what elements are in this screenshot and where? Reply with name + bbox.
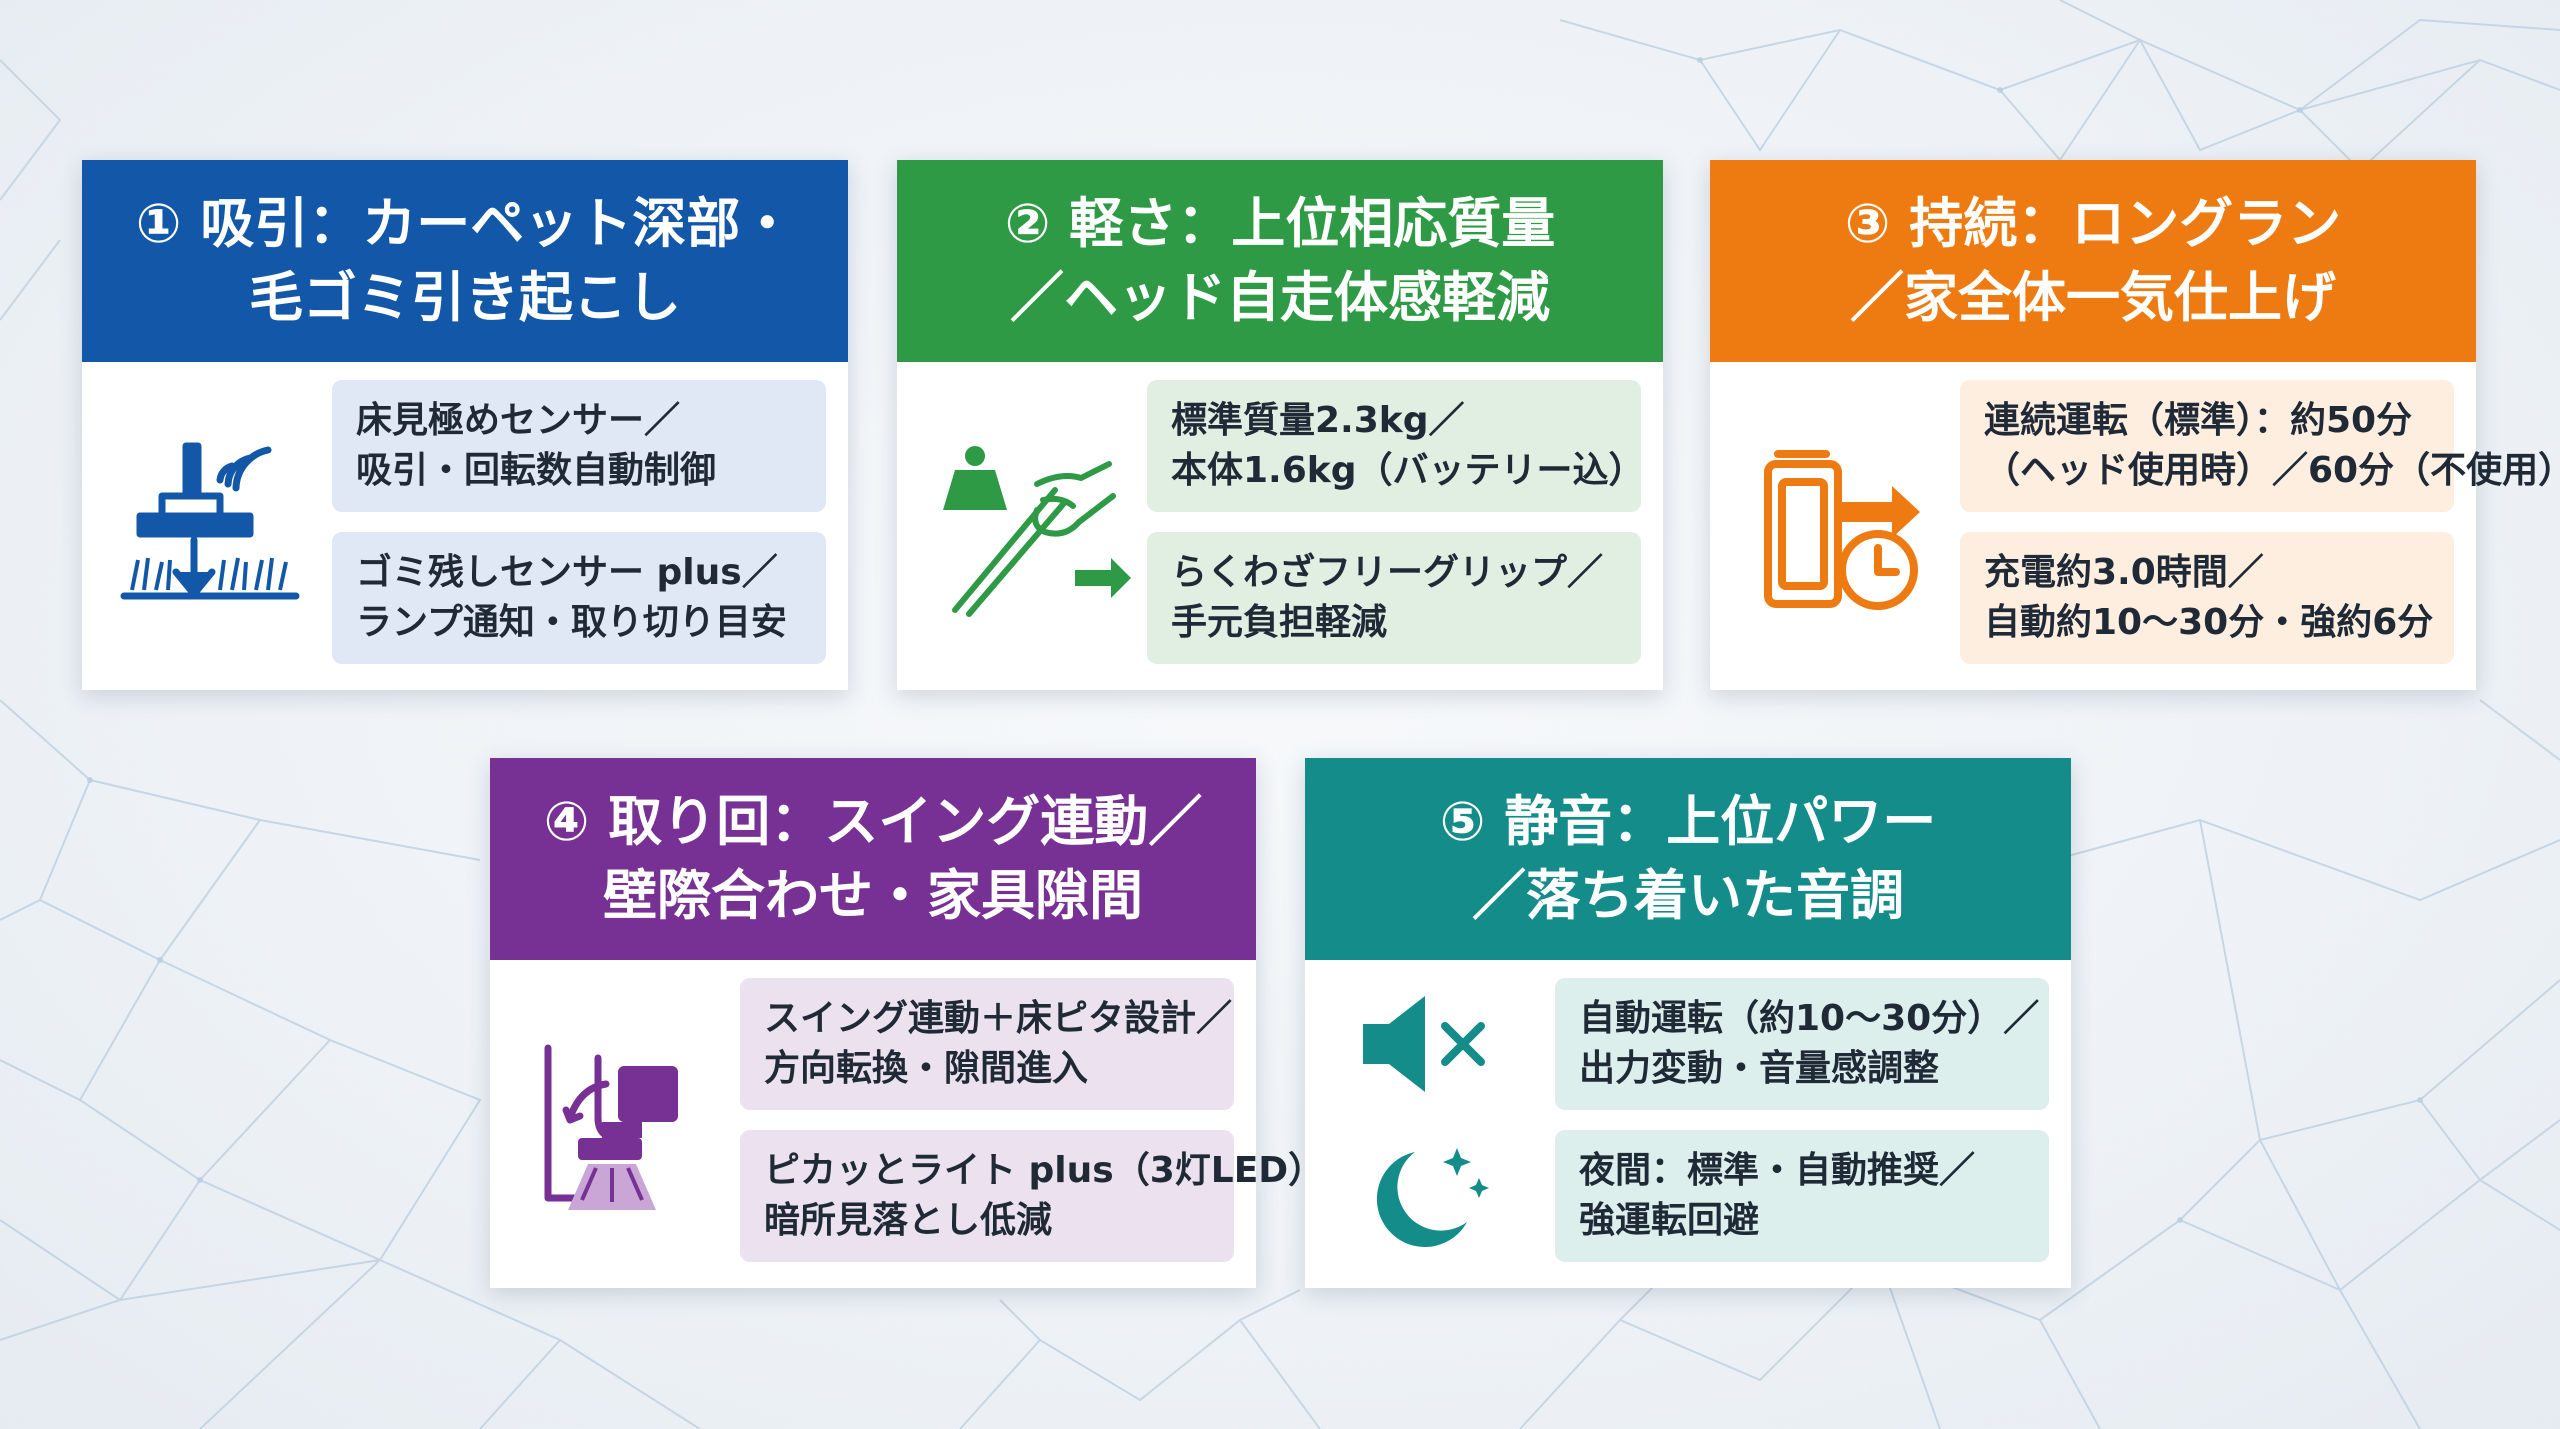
detail-line: 連続運転（標準）：約50分: [1984, 400, 2413, 441]
detail-line: 自動約10〜30分・強約6分: [1984, 602, 2434, 643]
feature-detail-box: 標準質量2.3kg／ 本体1.6kg（バッテリー込）: [1147, 380, 1645, 512]
feature-card-runtime: ③ 持続：ロングラン ／家全体一気仕上げ 連続運転（標準）：約50分 （ヘッド使…: [1710, 160, 2560, 690]
card-title-line-2: 壁際合わせ・家具隙間: [603, 864, 1143, 927]
battery-clock-icon: [1764, 450, 1920, 610]
feature-detail-box: ゴミ残しセンサー plus／ ランプ通知・取り切り目安: [332, 532, 826, 664]
detail-line: 暗所見落とし低減: [764, 1200, 1053, 1241]
card-title-line-1: ① 吸引：カーペット深部・: [135, 192, 795, 255]
detail-line: 本体1.6kg（バッテリー込）: [1171, 450, 1645, 491]
card-title-line-2: ／落ち着いた音調: [1472, 864, 1904, 927]
vacuum-sensor-icon: [120, 442, 300, 600]
detail-line: 手元負担軽減: [1171, 602, 1388, 643]
detail-line: 強運転回避: [1579, 1200, 1760, 1241]
detail-line: 吸引・回転数自動制御: [356, 450, 717, 491]
detail-line: スイング連動＋床ピタ設計／: [764, 998, 1233, 1039]
detail-line: 充電約3.0時間／: [1984, 552, 2264, 593]
feature-card-lightness: ② 軽さ：上位相応質量 ／ヘッド自走体感軽減 標準質量2.3kg／ 本体1.6k…: [897, 160, 1663, 690]
card-title-line-1: ④ 取り回：スイング連動／: [543, 790, 1203, 853]
detail-line: ランプ通知・取り切り目安: [356, 602, 787, 643]
card-header: ⑤ 静音：上位パワー ／落ち着いた音調: [1305, 758, 2071, 960]
detail-line: 床見極めセンサー／: [356, 400, 681, 441]
detail-line: 夜間：標準・自動推奨／: [1579, 1150, 1976, 1191]
feature-card-suction: ① 吸引：カーペット深部・ 毛ゴミ引き起こし 床見極めセンサー／ 吸引・: [82, 160, 848, 690]
card-title-line-2: 毛ゴミ引き起こし: [249, 266, 681, 329]
card-header: ③ 持続：ロングラン ／家全体一気仕上げ: [1710, 160, 2476, 362]
card-header: ④ 取り回：スイング連動／ 壁際合わせ・家具隙間: [490, 758, 1256, 960]
feature-detail-box: 充電約3.0時間／ 自動約10〜30分・強約6分: [1960, 532, 2454, 664]
feature-detail-box: 連続運転（標準）：約50分 （ヘッド使用時）／60分（不使用）: [1960, 380, 2560, 512]
card-title-line-1: ⑤ 静音：上位パワー: [1439, 790, 1937, 853]
weight-hand-grip-icon: [943, 446, 1131, 617]
swing-head-light-icon: [544, 1044, 678, 1210]
detail-line: （ヘッド使用時）／60分（不使用）: [1984, 450, 2560, 491]
feature-detail-box: らくわざフリーグリップ／ 手元負担軽減: [1147, 532, 1641, 664]
detail-line: 出力変動・音量感調整: [1579, 1048, 1940, 1089]
feature-detail-box: 自動運転（約10〜30分）／ 出力変動・音量感調整: [1555, 978, 2049, 1110]
detail-line: らくわざフリーグリップ／: [1171, 552, 1604, 593]
detail-line: 自動運転（約10〜30分）／: [1579, 998, 2040, 1039]
detail-line: ゴミ残しセンサー plus／: [356, 552, 778, 593]
card-header: ② 軽さ：上位相応質量 ／ヘッド自走体感軽減: [897, 160, 1663, 362]
feature-detail-box: 床見極めセンサー／ 吸引・回転数自動制御: [332, 380, 826, 512]
moon-stars-icon: [1376, 1148, 1489, 1247]
card-header: ① 吸引：カーペット深部・ 毛ゴミ引き起こし: [82, 160, 848, 362]
detail-line: 方向転換・隙間進入: [764, 1048, 1089, 1089]
feature-detail-box: スイング連動＋床ピタ設計／ 方向転換・隙間進入: [740, 978, 1234, 1110]
card-title-line-1: ③ 持続：ロングラン: [1844, 192, 2342, 255]
detail-line: ピカッとライト plus（3灯LED）／: [764, 1150, 1361, 1191]
feature-detail-box: ピカッとライト plus（3灯LED）／ 暗所見落とし低減: [740, 1130, 1361, 1262]
feature-card-handling: ④ 取り回：スイング連動／ 壁際合わせ・家具隙間 スイング連動＋: [490, 758, 1361, 1288]
card-title-line-2: ／家全体一気仕上げ: [1850, 266, 2336, 329]
speaker-mute-icon: [1363, 996, 1485, 1092]
feature-detail-box: 夜間：標準・自動推奨／ 強運転回避: [1555, 1130, 2049, 1262]
card-title-line-1: ② 軽さ：上位相応質量: [1004, 192, 1556, 255]
feature-card-quiet: ⑤ 静音：上位パワー ／落ち着いた音調 自動運転（約10〜30分）／ 出力変動・…: [1305, 758, 2071, 1288]
card-title-line-2: ／ヘッド自走体感軽減: [1010, 266, 1550, 329]
detail-line: 標準質量2.3kg／: [1171, 400, 1465, 441]
